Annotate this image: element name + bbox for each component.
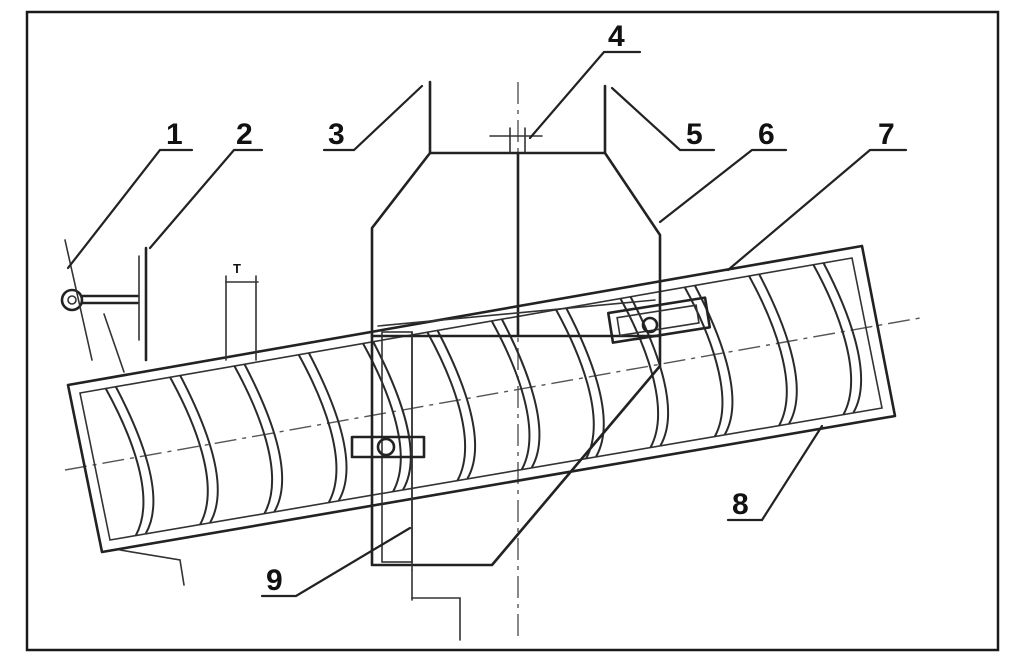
callout-4: 4 [608, 20, 625, 53]
screw-flight-edge [372, 341, 412, 491]
screw-flight [683, 286, 724, 438]
callout-6: 6 [758, 118, 775, 151]
callout-3: 3 [328, 118, 345, 151]
callout-1: 1 [166, 118, 183, 151]
screw-flight-edge [693, 284, 734, 436]
screw-flight-edge [565, 307, 605, 458]
screw-flight [233, 365, 274, 515]
screw-flight-edge [307, 352, 348, 502]
pitch-label: Т [233, 261, 241, 276]
screw-flight-edge [436, 329, 477, 480]
callout-labels: 1 2 3 4 5 6 7 8 9 [166, 20, 895, 597]
callout-8: 8 [732, 488, 749, 521]
screw-flight-edge [114, 386, 155, 535]
drive-end [60, 239, 185, 586]
screw-flight [297, 354, 338, 504]
callout-7: 7 [878, 118, 895, 151]
screw-flight [748, 275, 788, 427]
hopper [370, 80, 662, 641]
pitch-dimension: Т [225, 261, 259, 361]
callout-5: 5 [686, 118, 703, 151]
screw-flight-edge [243, 363, 284, 513]
screw-center-axis [64, 317, 921, 471]
callout-9: 9 [266, 564, 283, 597]
screw-flight [812, 264, 853, 416]
leader-lines [66, 50, 908, 598]
screw-flight-edge [179, 374, 219, 524]
screw-flight [169, 376, 209, 526]
screw-flight-edge [822, 262, 863, 414]
screw-flight [555, 309, 595, 460]
screw-flight-edge [500, 318, 541, 469]
axis-dimension-mark [489, 127, 543, 153]
callout-2: 2 [236, 118, 253, 151]
screw-flight [619, 298, 660, 449]
screw-trough [66, 244, 897, 554]
diagram-frame [25, 10, 1000, 652]
screw-flight [426, 331, 467, 482]
screw-flight-edge [758, 273, 798, 425]
bearing-block-left [350, 435, 426, 459]
screw-flight-edge [629, 296, 670, 447]
bearing-block-right [606, 296, 712, 344]
screw-flight [490, 320, 531, 471]
screw-flight [104, 388, 145, 537]
